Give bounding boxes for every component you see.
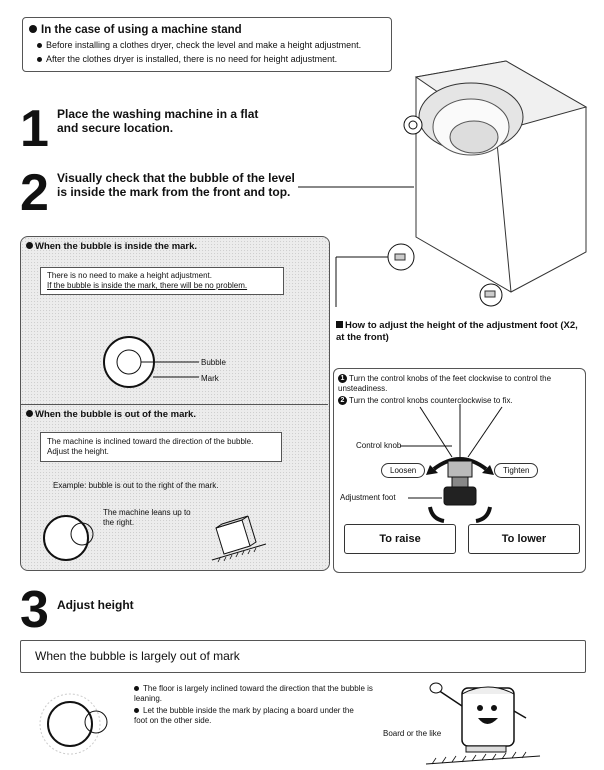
adjustment-foot-label: Adjustment foot [340, 493, 396, 502]
bubble-out-note: The machine is inclined toward the direc… [40, 432, 282, 462]
bubble-out-example: Example: bubble is out to the right of t… [53, 481, 219, 490]
step-3-number: 3 [20, 581, 49, 639]
machine-stand-note: In the case of using a machine stand Bef… [22, 17, 392, 72]
bubble-largely-out-diagram [39, 693, 108, 755]
board-label: Board or the like [383, 729, 442, 738]
bubble-out-header: When the bubble is out of the mark. [26, 409, 196, 420]
adjust-foot-title: How to adjust the height of the adjustme… [336, 320, 578, 343]
bubble-label: Bubble [201, 358, 226, 367]
panel-divider [20, 404, 328, 405]
bullet-icon [134, 686, 139, 692]
step-2-text: Visually check that the bubble of the le… [57, 171, 295, 199]
control-knob-label: Control knob [356, 441, 402, 450]
tighten-label: Tighten [494, 463, 539, 478]
step-1-text: Place the washing machine in a flat and … [57, 107, 259, 135]
cartoon-machine-icon [425, 682, 541, 765]
step-1-number: 1 [20, 100, 49, 158]
bullet-icon [29, 25, 37, 33]
washing-machine-illustration [298, 60, 588, 307]
adjustment-foot-diagram [400, 404, 503, 523]
bullet-icon [134, 708, 139, 714]
stand-note-title: In the case of using a machine stand [29, 24, 242, 36]
step-3-text: Adjust height [57, 598, 134, 612]
largely-out-banner: When the bubble is largely out of mark [20, 640, 586, 673]
leaning-machine-icon [211, 515, 267, 563]
bullet-icon [37, 57, 42, 63]
loosen-label: Loosen [381, 463, 426, 478]
step-2-number: 2 [20, 164, 49, 222]
bubble-inside-diagram [103, 336, 199, 388]
bubble-inside-header: When the bubble is inside the mark. [26, 241, 197, 252]
stand-note-bullet-1: Before installing a clothes dryer, check… [37, 40, 361, 51]
stand-note-bullet-2: After the clothes dryer is installed, th… [37, 54, 337, 65]
to-lower-label: To lower [468, 524, 580, 554]
bullet-icon [37, 43, 42, 49]
bullet-icon [26, 242, 33, 249]
lean-note: The machine leans up to the right. [103, 508, 191, 527]
bullet-icon [26, 410, 33, 417]
bubble-out-diagram [43, 515, 94, 561]
square-bullet-icon [336, 321, 343, 328]
largely-out-bullet-1: The floor is largely inclined toward the… [134, 684, 373, 703]
to-raise-label: To raise [344, 524, 456, 554]
largely-out-bullet-2: Let the bubble inside the mark by placin… [134, 706, 354, 725]
mark-label: Mark [201, 374, 219, 383]
bubble-inside-note: There is no need to make a height adjust… [40, 267, 284, 295]
